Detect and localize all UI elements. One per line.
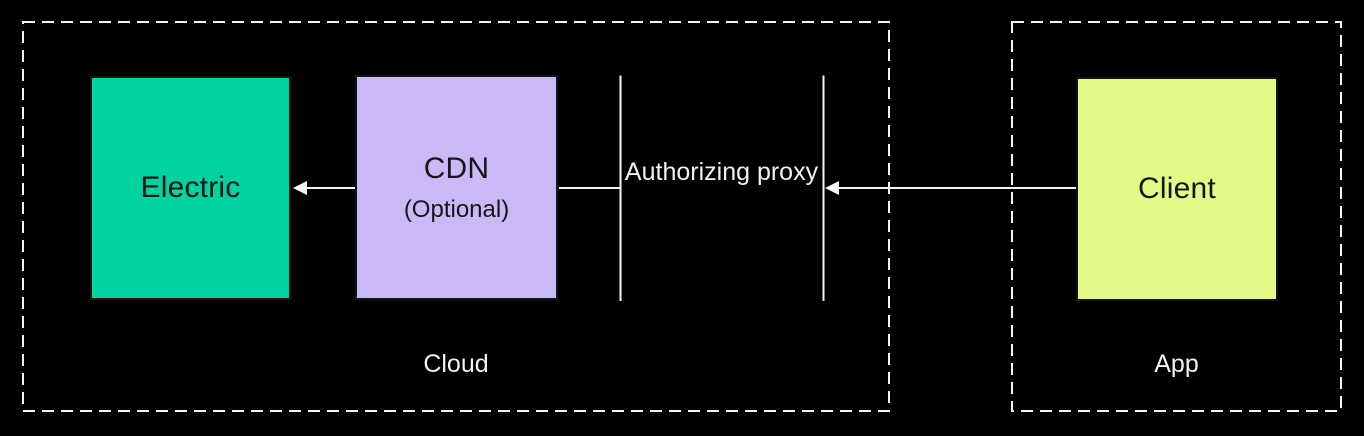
cdn-node-sublabel: (Optional) [403,195,510,223]
arrowhead-left-icon [293,181,307,195]
cdn-node-label: CDN [423,151,490,185]
cloud-container-label: Cloud [423,350,489,378]
cdn-node: CDN (Optional) [355,75,558,300]
client-node: Client [1076,77,1278,301]
electric-node-label: Electric [140,171,241,204]
authorizing-proxy-label: Authorizing proxy [624,158,819,186]
app-boundary [1011,21,1342,412]
arrowhead-left-icon [825,181,839,195]
client-node-label: Client [1138,172,1216,205]
electric-node: Electric [90,76,291,300]
app-container-label: App [1154,350,1199,378]
